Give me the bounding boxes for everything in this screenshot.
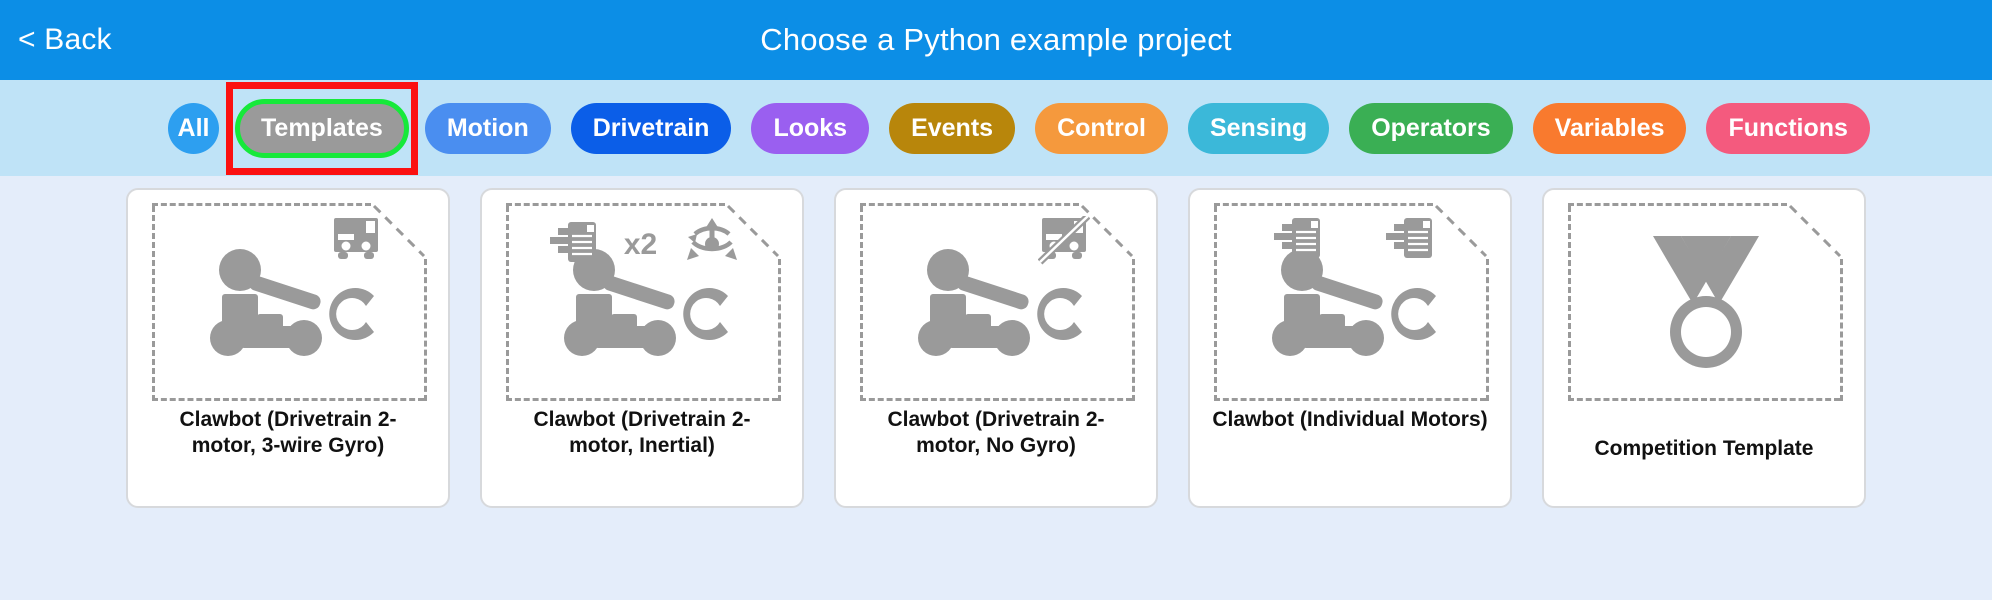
page-title: Choose a Python example project (760, 22, 1232, 57)
filter-pill-all[interactable]: All (168, 102, 219, 154)
project-card[interactable]: Clawbot (Drivetrain 2-motor, 3-wire Gyro… (126, 188, 450, 508)
card-artwork (1571, 206, 1840, 398)
filter-pill-wrapper-sensing: Sensing (1187, 102, 1330, 154)
filter-pill-wrapper-looks: Looks (751, 102, 870, 154)
filter-pill-events[interactable]: Events (889, 102, 1016, 154)
card-artwork (155, 206, 424, 398)
app-header: < Back Choose a Python example project (0, 0, 1992, 80)
project-thumbnail: x2 (506, 203, 781, 401)
filter-pill-wrapper-operators: Operators (1349, 102, 1513, 154)
filter-pill-wrapper-functions: Functions (1706, 102, 1870, 154)
project-card-grid: Clawbot (Drivetrain 2-motor, 3-wire Gyro… (0, 176, 1992, 600)
card-artwork (509, 206, 778, 398)
project-card[interactable]: x2 Clawbot (Drivetrain 2-motor, Inertial… (480, 188, 804, 508)
project-card-label: Clawbot (Drivetrain 2-motor, No Gyro) (887, 408, 1105, 457)
filter-pill-looks[interactable]: Looks (751, 102, 870, 154)
filter-pill-wrapper-templates: Templates (226, 81, 418, 175)
project-thumbnail (1568, 203, 1843, 401)
folded-corner-icon (371, 203, 427, 259)
filter-pill-wrapper-drivetrain: Drivetrain (570, 102, 732, 154)
filter-pill-motion[interactable]: Motion (424, 102, 551, 154)
project-card[interactable]: Clawbot (Drivetrain 2-motor, No Gyro) (834, 188, 1158, 508)
project-thumbnail (152, 203, 427, 401)
filter-pill-operators[interactable]: Operators (1349, 102, 1513, 154)
clawbot-illustration (209, 249, 374, 356)
project-card[interactable]: Clawbot (Individual Motors) (1188, 188, 1512, 508)
clawbot-illustration (563, 249, 728, 356)
filter-pill-wrapper-motion: Motion (424, 102, 551, 154)
project-card-label: Clawbot (Individual Motors) (1212, 408, 1488, 431)
filter-pill-wrapper-events: Events (889, 102, 1016, 154)
category-filter-bar: All Templates Motion Drivetrain Looks Events C… (0, 80, 1992, 176)
card-artwork (863, 206, 1132, 398)
project-card-label: Clawbot (Drivetrain 2-motor, 3-wire Gyro… (179, 408, 397, 457)
project-thumbnail (1214, 203, 1489, 401)
filter-pill-drivetrain[interactable]: Drivetrain (570, 102, 732, 154)
project-card-label: Competition Template (1594, 436, 1814, 460)
filter-pill-templates[interactable]: Templates (235, 98, 409, 158)
filter-pill-variables[interactable]: Variables (1532, 102, 1687, 154)
filter-pill-functions[interactable]: Functions (1706, 102, 1870, 154)
project-card[interactable]: Competition Template (1542, 188, 1866, 508)
filter-pill-wrapper-variables: Variables (1532, 102, 1687, 154)
medal-illustration (1652, 236, 1759, 368)
folded-corner-icon (1079, 203, 1135, 259)
project-thumbnail (860, 203, 1135, 401)
folded-corner-icon (1787, 203, 1843, 259)
project-card-label: Clawbot (Drivetrain 2-motor, Inertial) (533, 408, 751, 457)
filter-pill-wrapper-all: All (168, 102, 219, 154)
clawbot-illustration (917, 249, 1082, 356)
filter-pill-control[interactable]: Control (1035, 102, 1168, 154)
card-artwork (1217, 206, 1486, 398)
clawbot-illustration (1271, 249, 1436, 356)
filter-pill-wrapper-control: Control (1035, 102, 1168, 154)
back-button[interactable]: < Back (18, 23, 112, 56)
folded-corner-icon (1433, 203, 1489, 259)
filter-pill-sensing[interactable]: Sensing (1187, 102, 1330, 154)
folded-corner-icon (725, 203, 781, 259)
